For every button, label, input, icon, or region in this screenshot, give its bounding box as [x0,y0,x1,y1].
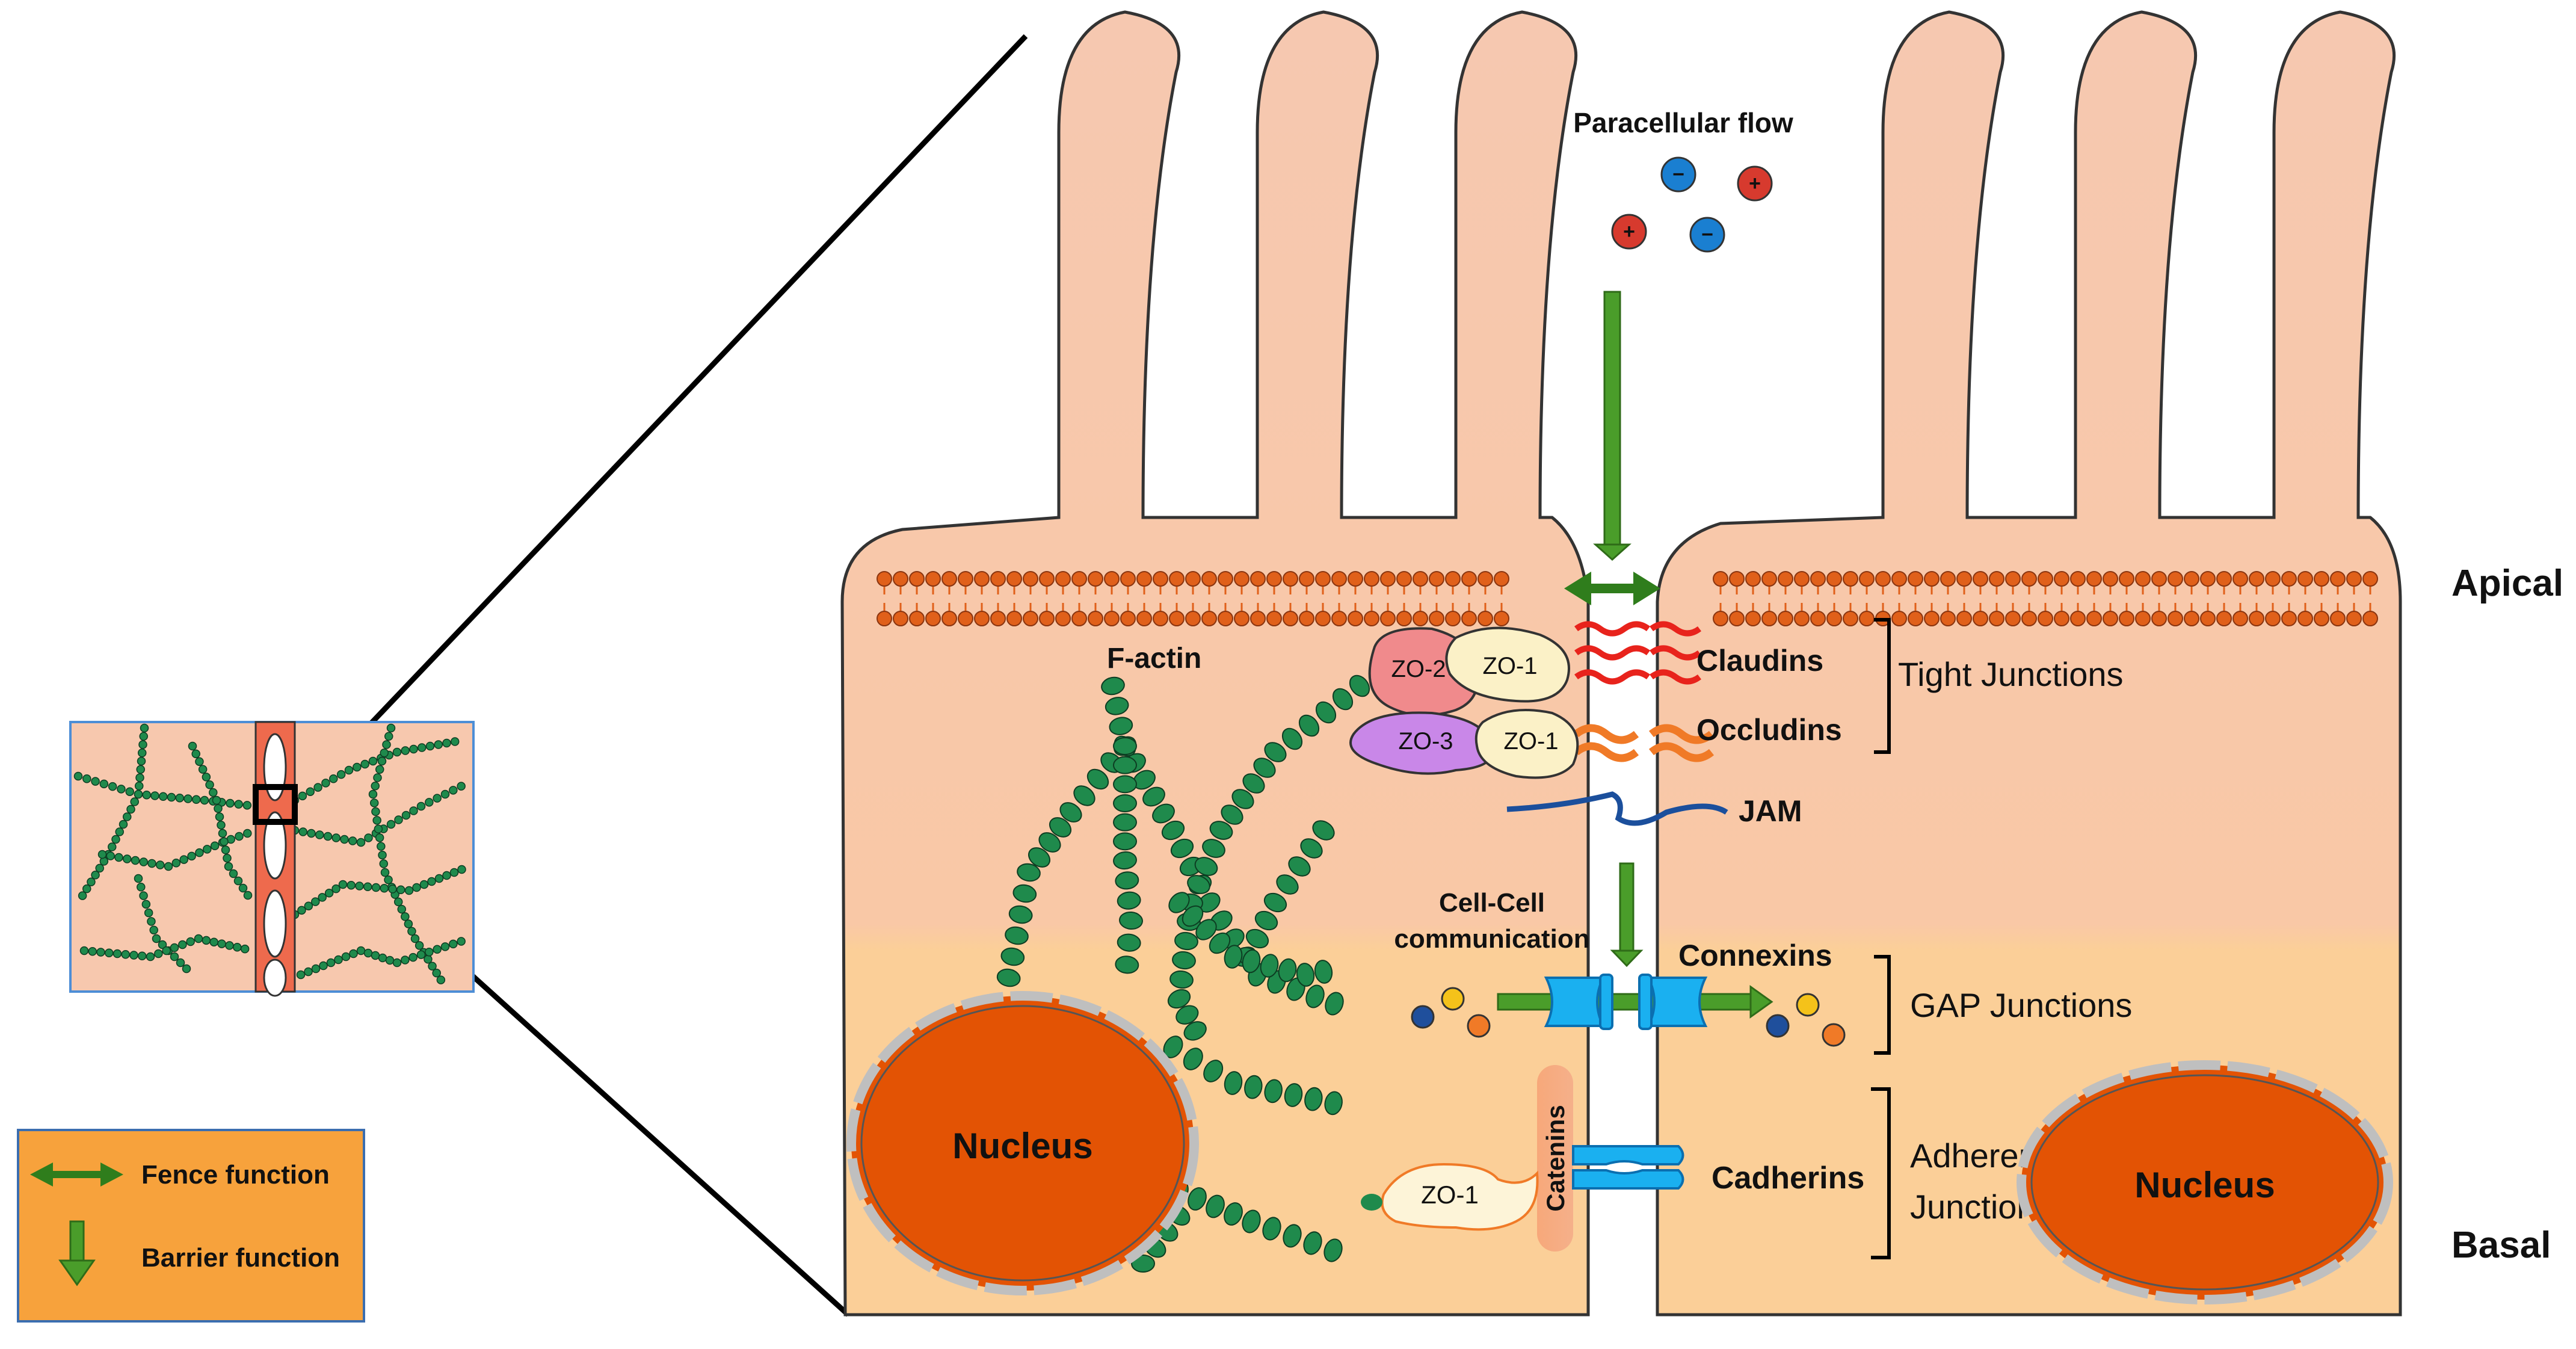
gap-molecules-right [1766,993,1846,1047]
nucleus-left: Nucleus [846,991,1199,1295]
occludins-label: Occludins [1696,713,1842,747]
ions: − + + − [1611,156,1773,253]
left-cell [840,10,1590,1317]
basal-label: Basal [2451,1224,2551,1266]
paracellular-flow-label: Paracellular flow [1573,107,1793,138]
legend-barrier-label: Barrier function [141,1243,340,1273]
ion: + [1737,165,1773,202]
gap-junctions-label: GAP Junctions [1910,986,2132,1024]
ion: − [1689,217,1725,253]
membrane-bilayer-right [1713,571,2378,626]
zo2-label: ZO-2 [1391,656,1446,682]
svg-text:+: + [1749,172,1761,195]
legend-fence-icon [30,1162,123,1187]
actin-filament [1163,1036,1343,1116]
zo3-label: ZO-3 [1398,728,1453,755]
cadherins-label: Cadherins [1712,1161,1864,1196]
tight-junctions-label: Tight Junctions [1898,655,2124,693]
fence-arrow [1564,572,1660,605]
actin-filament [1167,674,1370,1041]
cell-cell-label-2: communication [1394,924,1589,954]
gap-junctions-bracket [1874,955,1891,1055]
nucleus-left-label: Nucleus [952,1126,1092,1166]
actin-filament [996,676,1136,987]
barrier-arrow-mid [1610,862,1644,968]
inset-cell-border [254,721,296,997]
cadherins-pair [1572,1145,1684,1190]
connexins-label: Connexins [1678,939,1832,972]
zo1-label-bottom: ZO-1 [1421,1181,1479,1209]
cell-cell-label-1: Cell-Cell [1439,888,1545,918]
tissue-inset [69,721,475,997]
inset-zoom-box [253,784,298,825]
claudins [1574,621,1701,685]
f-actin-label: F-actin [1107,643,1201,674]
tight-junctions-bracket [1874,618,1891,754]
occludins [1573,724,1715,762]
svg-text:−: − [1672,163,1684,186]
zo1-protein-bottom [1381,1162,1539,1231]
jam-protein [1506,791,1728,826]
catenins-label: Catenins [1541,1105,1570,1211]
zo1-protein-mid [1474,709,1579,779]
jam-label: JAM [1739,794,1802,828]
f-actin-filaments [996,674,1370,1273]
right-cell [1656,10,2402,1317]
zo1-label-top: ZO-1 [1482,653,1537,679]
ion: + [1611,214,1647,250]
nucleus-right-label: Nucleus [2134,1165,2275,1205]
legend: Fence function Barrier function [17,1129,365,1323]
gap-molecules-left [1411,987,1491,1038]
ion: − [1660,156,1696,193]
apical-label: Apical [2451,563,2563,604]
zo1-label-mid: ZO-1 [1503,728,1558,755]
legend-barrier-icon [58,1220,96,1286]
gap-flow-arrow [1497,985,1773,1019]
legend-fence-label: Fence function [141,1160,330,1190]
nucleus-right: Nucleus [2017,1060,2393,1304]
connexins-channel [1544,974,1708,1030]
zo1-protein-top [1445,626,1570,703]
actin-filament [1168,892,1333,987]
zo-proteins: ZO-2 ZO-1 ZO-3 ZO-1 [1349,626,1579,779]
adherens-bracket [1871,1087,1891,1259]
membrane-bilayer-left [877,571,1509,626]
actin-filament [1113,737,1143,974]
catenins-pill [1537,1065,1573,1252]
actin-bead-end [1361,1194,1382,1211]
svg-text:−: − [1701,223,1713,246]
svg-text:+: + [1623,220,1635,243]
barrier-arrow-top [1593,291,1632,561]
inset-actin-network [73,723,466,984]
claudins-label: Claudins [1696,644,1823,678]
